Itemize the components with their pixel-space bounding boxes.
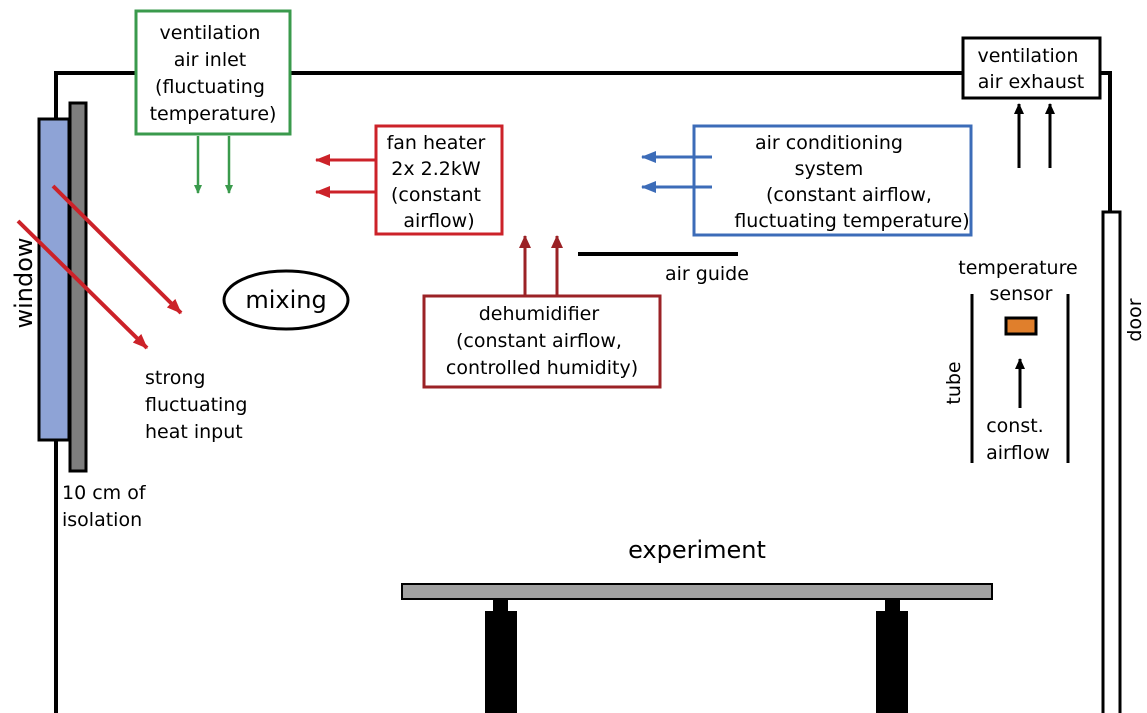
ventilation-exhaust-label: ventilation air exhaust [977, 45, 1084, 93]
door: door [1101, 210, 1146, 713]
heat-arrow-1 [51, 184, 183, 315]
ac-system: air conditioning system (constant airflo… [641, 124, 973, 237]
heat-input-label: strong fluctuating heat input [145, 367, 253, 443]
window-label: window [10, 237, 38, 328]
window-pane [37, 117, 71, 442]
door-label: door [1124, 298, 1146, 341]
ventilation-exhaust: ventilation air exhaust [961, 36, 1102, 168]
temperature-sensor-label: temperature sensor [958, 257, 1083, 305]
mixing-ellipse [222, 269, 350, 331]
ac-system-label: air conditioning system (constant airflo… [734, 132, 969, 232]
ac-system-box [692, 124, 973, 237]
heat-input-arrows [16, 184, 183, 350]
window: window [10, 101, 88, 473]
const-airflow-label: const. airflow [986, 415, 1050, 464]
heat-arrow-2 [16, 219, 149, 350]
temperature-sensor-tube: temperature sensor tube const. airflow [943, 257, 1083, 464]
ventilation-exhaust-box [961, 36, 1102, 100]
tube-label: tube [943, 361, 965, 404]
ventilation-inlet: ventilation air inlet (fluctuating tempe… [134, 9, 292, 194]
table-leg-right [876, 611, 908, 713]
experiment-label: experiment [628, 536, 766, 564]
air-guide-label: air guide [665, 263, 749, 285]
dehumidifier-label: dehumidifier (constant airflow, controll… [446, 303, 638, 379]
table-leg-left-joint [493, 600, 508, 611]
ventilation-inlet-label: ventilation air inlet (fluctuating tempe… [150, 22, 277, 125]
ventilation-inlet-box [134, 9, 292, 136]
table-leg-right-joint [885, 600, 900, 611]
temperature-sensor [1004, 316, 1038, 336]
table-top [401, 583, 993, 600]
fan-heater-box [374, 124, 504, 236]
dehumidifier: dehumidifier (constant airflow, controll… [422, 235, 662, 389]
door-panel [1101, 210, 1122, 713]
dehumidifier-box [422, 294, 662, 389]
experiment-table: experiment [401, 536, 993, 713]
fan-heater-label: fan heater 2x 2.2kW (constant airflow) [387, 132, 492, 232]
table-leg-left [485, 611, 517, 713]
mixing-label: mixing [245, 286, 326, 314]
fan-heater: fan heater 2x 2.2kW (constant airflow) [315, 124, 504, 236]
isolation-label: 10 cm of isolation [62, 482, 152, 531]
